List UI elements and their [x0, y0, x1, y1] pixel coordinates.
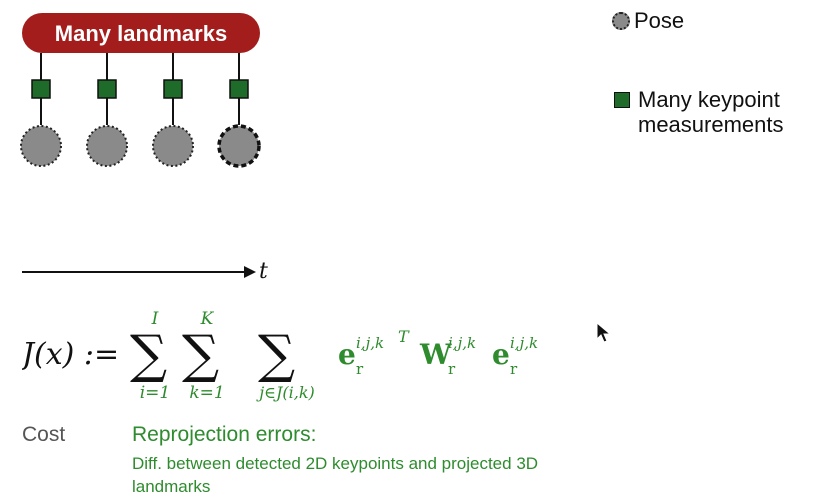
- factor-column-3: [152, 53, 194, 167]
- sum1-symbol: ∑: [130, 325, 167, 385]
- factor-graph-diagram: Many landmarks: [20, 13, 261, 168]
- error-vector-e: e: [338, 338, 356, 371]
- weight-superscript: i,j,k: [448, 334, 476, 352]
- sum3-lower: j∈J(i,k): [256, 383, 315, 402]
- legend-measurement: Many keypoint measurements: [614, 87, 818, 137]
- pose-node: [86, 125, 128, 167]
- time-axis: t: [22, 259, 268, 284]
- summand-term: e r i,j,k T W r i,j,k e r i,j,k: [338, 327, 538, 378]
- landmarks-label: Many landmarks: [55, 21, 227, 46]
- measurement-factor: [31, 79, 51, 99]
- error-superscript-2: i,j,k: [510, 334, 538, 352]
- cost-label: Cost: [22, 423, 66, 446]
- error-subscript-r-2: r: [510, 360, 518, 378]
- error-subscript-r: r: [356, 360, 364, 378]
- time-axis-label: t: [259, 259, 268, 284]
- sum1-upper: I: [151, 309, 159, 329]
- cost-function-formula: J(x) := ∑ I i=1 ∑ K k=1 ∑ j∈J(i,k) e r i…: [22, 309, 538, 403]
- pose-swatch-icon: [612, 12, 630, 30]
- error-vector-e-2: e: [492, 338, 510, 371]
- sum2-lower: k=1: [189, 383, 224, 403]
- mouse-pointer-icon: [596, 322, 612, 343]
- pose-node: [152, 125, 194, 167]
- sum1-lower: i=1: [140, 383, 171, 403]
- reprojection-errors-description: Diff. between detected 2D keypoints and …: [132, 454, 539, 496]
- legend-pose-label: Pose: [634, 8, 685, 33]
- weight-matrix-w: W: [419, 338, 452, 371]
- formula-lhs: J(x) :=: [22, 337, 119, 372]
- pose-node: [20, 125, 62, 167]
- legend-measurement-label: Many keypoint measurements: [638, 87, 784, 137]
- sum3-symbol: ∑: [258, 325, 295, 385]
- sum2-symbol: ∑: [182, 325, 219, 385]
- error-superscript: i,j,k: [356, 334, 384, 352]
- factor-column-1: [20, 53, 62, 167]
- measurement-factor: [229, 79, 249, 99]
- sum2-upper: K: [200, 309, 215, 329]
- reprojection-errors-title: Reprojection errors:: [132, 423, 317, 446]
- legend-pose: Pose: [612, 8, 684, 33]
- factor-column-2: [86, 53, 128, 167]
- pose-node-current: [217, 124, 261, 168]
- measurement-swatch-icon: [614, 92, 630, 108]
- landmarks-node: [22, 13, 260, 53]
- weight-subscript-r: r: [448, 360, 456, 378]
- factor-column-4: [217, 53, 261, 168]
- measurement-factor: [97, 79, 117, 99]
- measurement-factor: [163, 79, 183, 99]
- transpose-T: T: [398, 327, 410, 346]
- time-axis-arrowhead-icon: [244, 266, 256, 278]
